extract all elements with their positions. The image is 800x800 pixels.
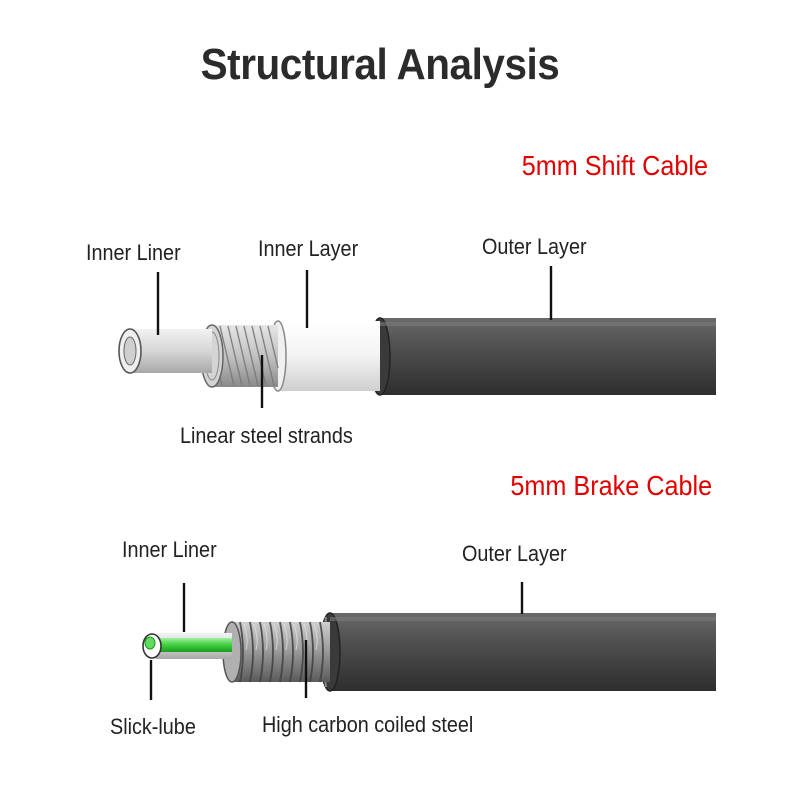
brake-slick-lube-core xyxy=(142,633,232,659)
shift-inner-layer xyxy=(269,320,380,392)
brake-inner-liner-label: Inner Liner xyxy=(122,537,217,562)
shift-cable-heading: 5mm Shift Cable xyxy=(521,150,708,181)
shift-inner-layer-label: Inner Layer xyxy=(258,236,359,261)
shift-steel-strands xyxy=(200,324,279,388)
brake-slick-lube-label: Slick-lube xyxy=(110,714,196,739)
brake-outer-layer-label: Outer Layer xyxy=(462,541,567,566)
shift-inner-liner-label: Inner Liner xyxy=(86,240,181,265)
shift-outer-jacket xyxy=(369,317,716,396)
page-title: Structural Analysis xyxy=(200,40,560,89)
brake-cable-heading: 5mm Brake Cable xyxy=(510,470,712,501)
brake-outer-jacket xyxy=(319,612,716,692)
shift-steel-strands-label: Linear steel strands xyxy=(180,423,353,448)
brake-coiled-steel xyxy=(222,621,330,683)
brake-coiled-steel-label: High carbon coiled steel xyxy=(262,712,474,737)
brake-cable-drawing xyxy=(142,582,716,700)
shift-outer-layer-label: Outer Layer xyxy=(482,234,587,259)
shift-cable-drawing xyxy=(118,266,716,408)
shift-inner-liner xyxy=(118,328,212,374)
